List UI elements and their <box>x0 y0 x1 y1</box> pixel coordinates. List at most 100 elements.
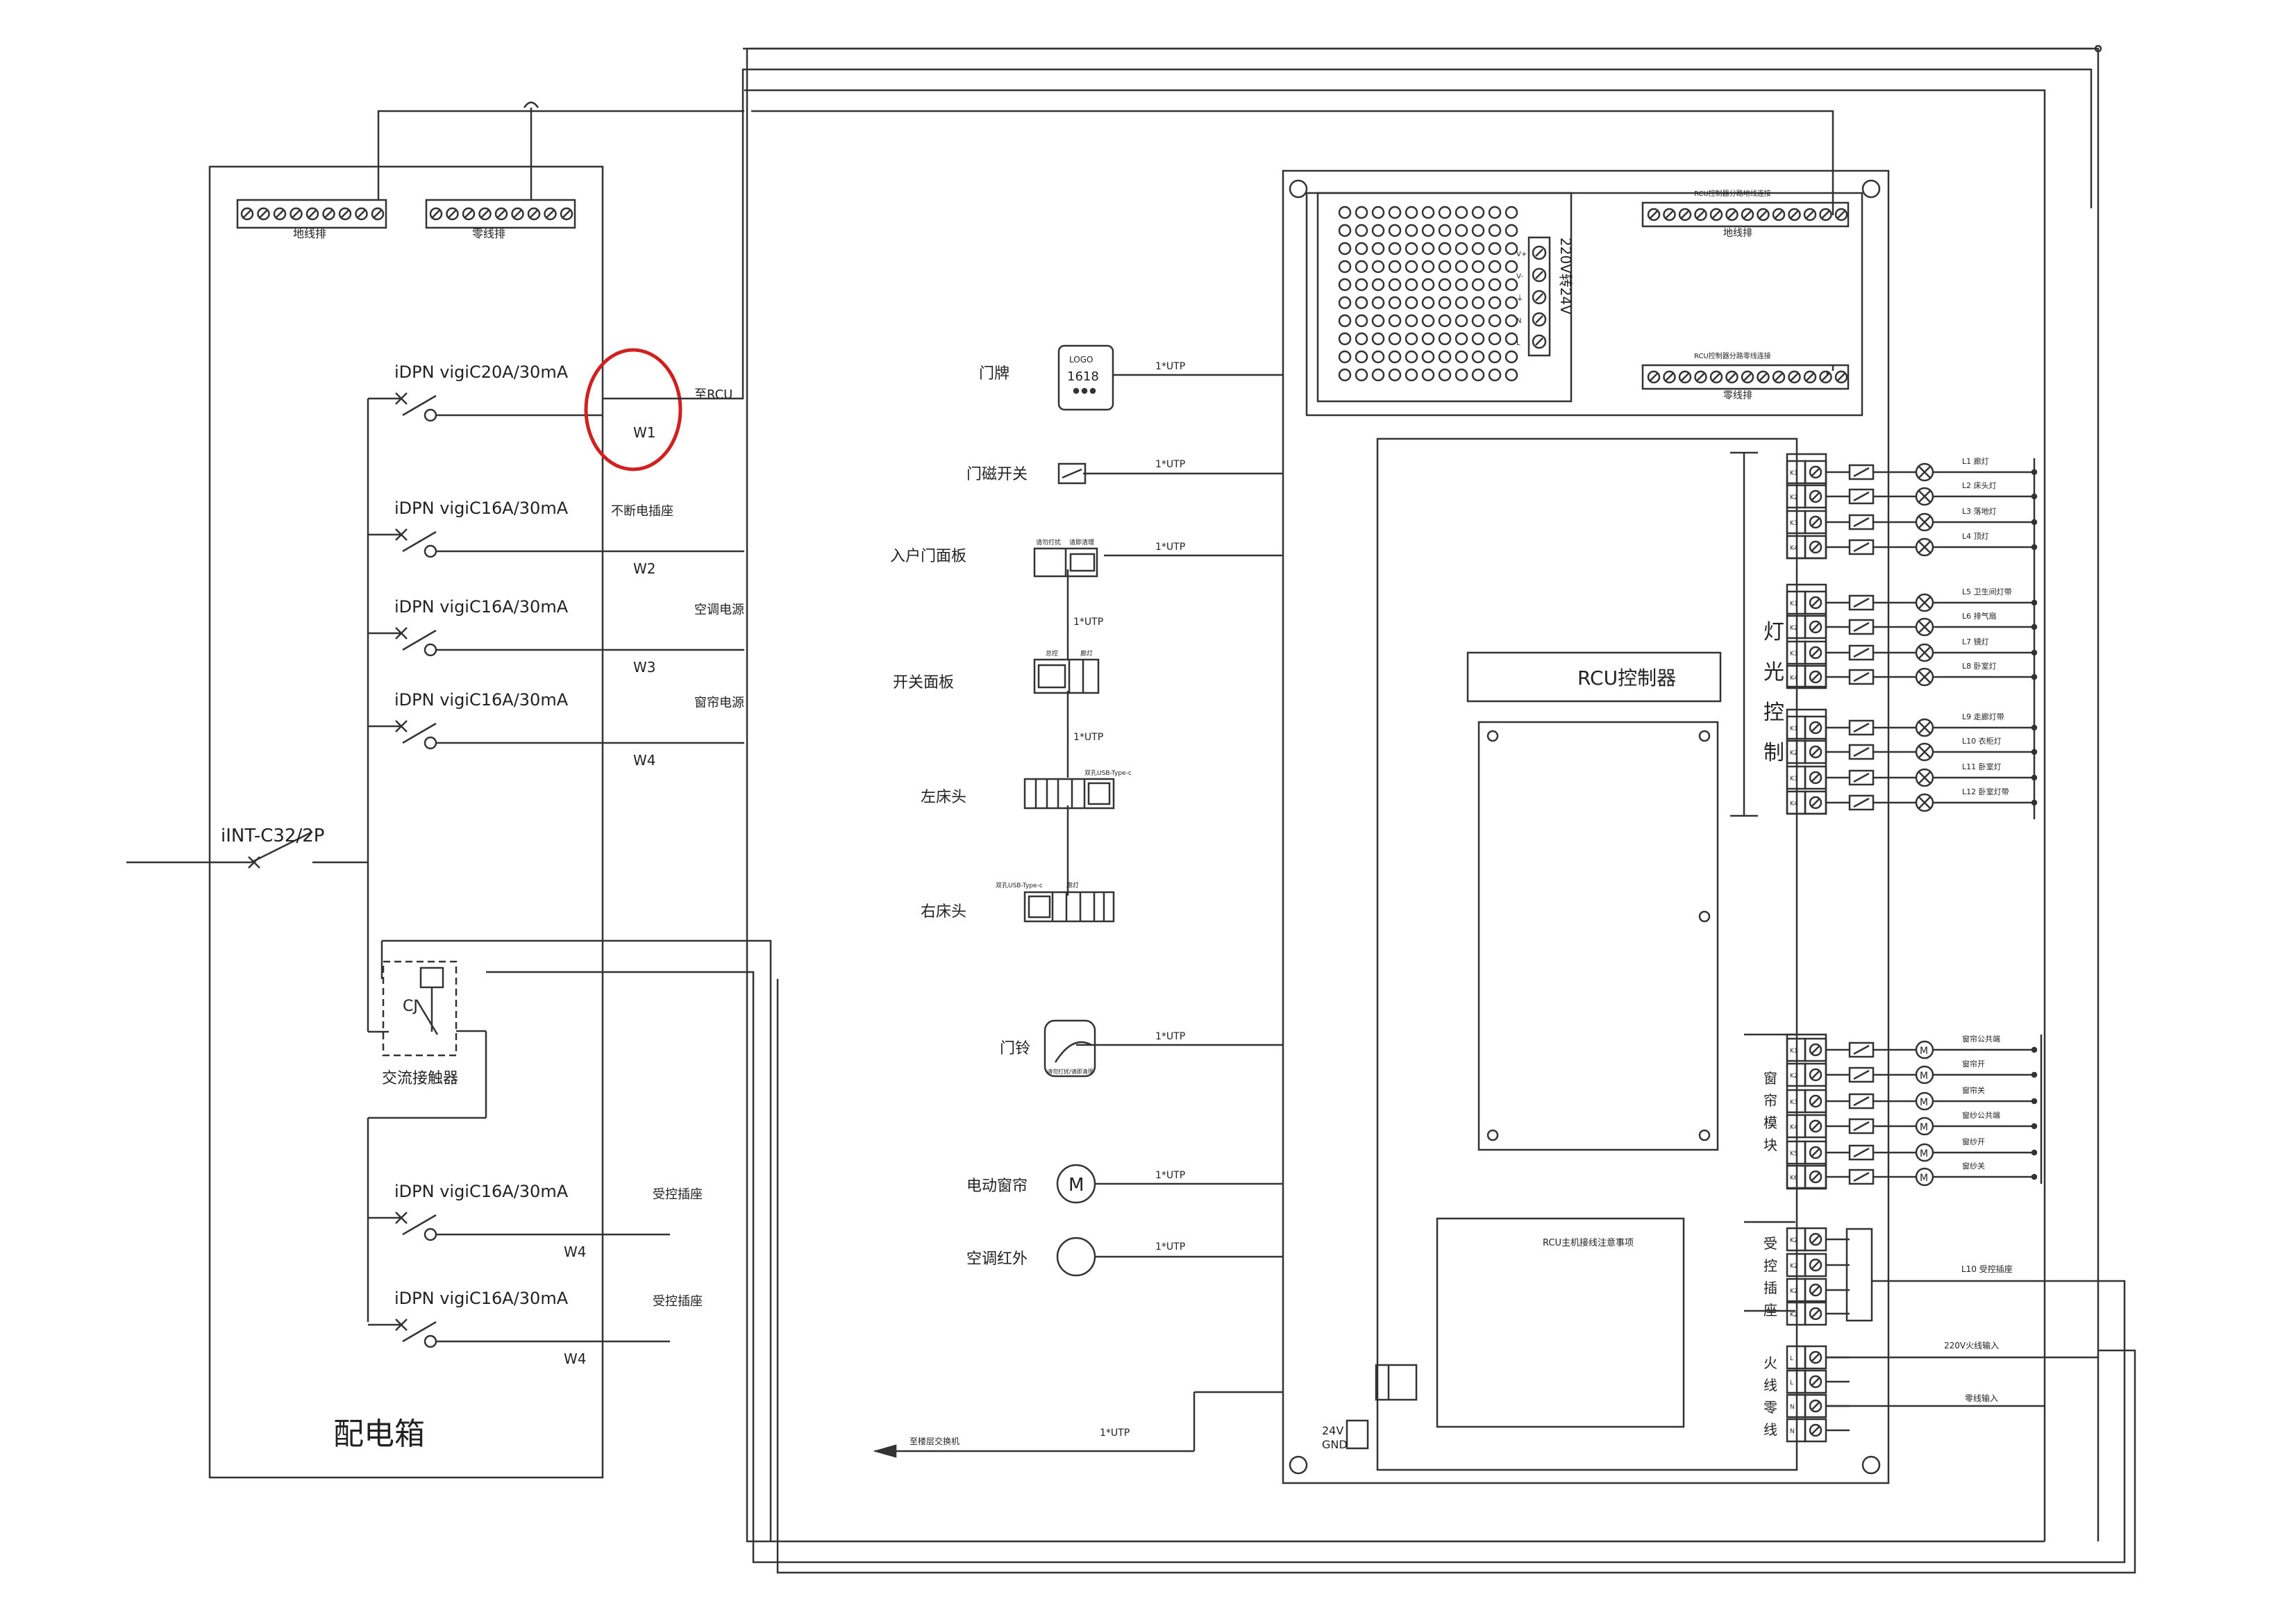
group-name-char: 线 <box>1763 1377 1777 1393</box>
output-row: K2 <box>1786 1227 1850 1252</box>
terminal-tag: K4 <box>1790 545 1798 552</box>
door-magnet-device <box>1057 462 1087 485</box>
contactor-label: 交流接触器 <box>382 1070 458 1087</box>
load-label: L1 廊灯 <box>1962 456 1989 466</box>
group-name-char: 控 <box>1763 1257 1777 1274</box>
doorbell-caption: 请勿打扰/请即清理 <box>1047 1068 1093 1075</box>
terminal-screw <box>257 207 270 221</box>
rcu-neutral-bar: RCU控制器分路零线连接 零线排 <box>1641 351 1850 401</box>
device-cable-label: 1*UTP <box>1073 617 1103 628</box>
switch-panel-device: 总控 廊灯 <box>1033 649 1100 694</box>
psu-label: 220V转24V <box>1557 237 1574 315</box>
terminal-screw <box>1788 370 1801 384</box>
device-cable-label: 1*UTP <box>1155 1241 1185 1253</box>
terminal-tag: K2 <box>1790 1263 1798 1270</box>
group-name-char: 座 <box>1763 1302 1777 1319</box>
terminal-tag: K2 <box>1790 1288 1798 1295</box>
breaker-model: iDPN vigiC16A/30mA <box>394 1182 569 1201</box>
svg-text:M: M <box>1069 1175 1084 1196</box>
device-label: 入户门面板 <box>890 548 966 565</box>
left-bedside-device: 双孔USB-Type-c <box>1023 769 1132 810</box>
terminal-screw <box>273 207 287 221</box>
right-bedside-tag: 廊灯 <box>1066 881 1079 889</box>
doorplate-number: 1618 <box>1067 369 1099 384</box>
outer-wiring <box>377 44 2136 1574</box>
terminal-tag: L <box>1790 1355 1793 1362</box>
rcu-neutral-label: 零线排 <box>1723 390 1752 401</box>
earth-bar: 地线排 <box>236 199 387 240</box>
rcu-notes-title: RCU主机接线注意事项 <box>1543 1237 1634 1248</box>
device-label: 电动窗帘 <box>966 1178 1028 1195</box>
group-name-char: 模 <box>1763 1114 1777 1131</box>
motor-symbol: M <box>1920 1097 1928 1108</box>
switch-panel-left: 总控 <box>1046 649 1058 658</box>
breaker-circuit: W4 <box>633 752 656 769</box>
neutral-bar-label: 零线排 <box>472 227 505 240</box>
group-name-char: 帘 <box>1763 1092 1777 1109</box>
device-cable-label: 1*UTP <box>1155 361 1185 372</box>
breaker-destination: 受控插座 <box>653 1294 703 1309</box>
terminal-tag: K2 <box>1790 1312 1798 1319</box>
group-name-char: 线 <box>1763 1421 1777 1438</box>
terminal-screw <box>429 207 443 221</box>
terminal-screw <box>1647 370 1661 384</box>
terminal-screw <box>371 207 385 221</box>
rcu-notes-box: RCU主机接线注意事项 <box>1436 1217 1685 1428</box>
terminal-tag: K4 <box>1790 675 1798 682</box>
entry-panel-device: 请勿打扰 请即清理 <box>1033 538 1098 578</box>
group-name-char: 控 <box>1763 701 1784 725</box>
motor-symbol: M <box>1920 1071 1928 1082</box>
contactor-tag: CJ <box>403 998 418 1015</box>
breaker-model: iDPN vigiC20A/30mA <box>394 362 569 382</box>
contactor: CJ 交流接触器 <box>368 960 487 1119</box>
device-label: 门铃 <box>1000 1040 1030 1057</box>
group-name-char: 窗 <box>1763 1070 1777 1087</box>
terminal-screw <box>462 207 476 221</box>
device-label: 右床头 <box>921 903 966 921</box>
group-name-char: 光 <box>1763 660 1784 685</box>
to-switch-cable: 1*UTP <box>1100 1428 1130 1439</box>
doorplate-device: LOGO 1618 <box>1057 344 1114 411</box>
terminal-screw <box>1709 370 1723 384</box>
socket-output-label: L10 受控插座 <box>1961 1264 2013 1274</box>
terminal-screw <box>1757 208 1770 221</box>
device-cables <box>873 374 1283 1458</box>
dc-gnd: GND <box>1322 1438 1348 1451</box>
breaker-destination: 窗帘电源 <box>694 696 744 710</box>
terminal-screw <box>1819 370 1832 384</box>
load-label: L7 镜灯 <box>1962 637 1989 646</box>
rcu-inner-board <box>1376 437 1798 1471</box>
breaker-model: iDPN vigiC16A/30mA <box>394 690 569 710</box>
terminal-tag: K2 <box>1790 1237 1798 1244</box>
psu-terminal <box>1532 245 1547 260</box>
breaker-circuit: W1 <box>633 424 656 441</box>
motor-symbol: M <box>1920 1173 1928 1184</box>
load-label: 窗纱开 <box>1962 1137 1985 1146</box>
device-cable-label: 1*UTP <box>1073 732 1103 743</box>
terminal-screw <box>355 207 368 221</box>
curtain-motor-device: M <box>1056 1164 1096 1204</box>
terminal-screw <box>1663 370 1676 384</box>
terminal-screw <box>544 207 557 221</box>
load-label: L11 卧室灯 <box>1962 762 2002 771</box>
terminal-tag: K2 <box>1790 625 1798 632</box>
main-breaker-label: iINT-C32/2P <box>221 826 324 846</box>
terminal-screw <box>1741 208 1754 221</box>
device-cable-label: 1*UTP <box>1155 1170 1185 1181</box>
psu-terminal-label: ⏚ <box>1516 294 1523 303</box>
breaker-model: iDPN vigiC16A/30mA <box>394 1289 569 1308</box>
rcu-earth-label: 地线排 <box>1723 228 1752 239</box>
psu-terminal-label: V+ <box>1516 251 1527 258</box>
terminal-tag: K1 <box>1790 1048 1798 1055</box>
breaker-destination: 空调电源 <box>694 603 744 617</box>
rcu-neutral-caption: RCU控制器分路零线连接 <box>1694 351 1771 360</box>
